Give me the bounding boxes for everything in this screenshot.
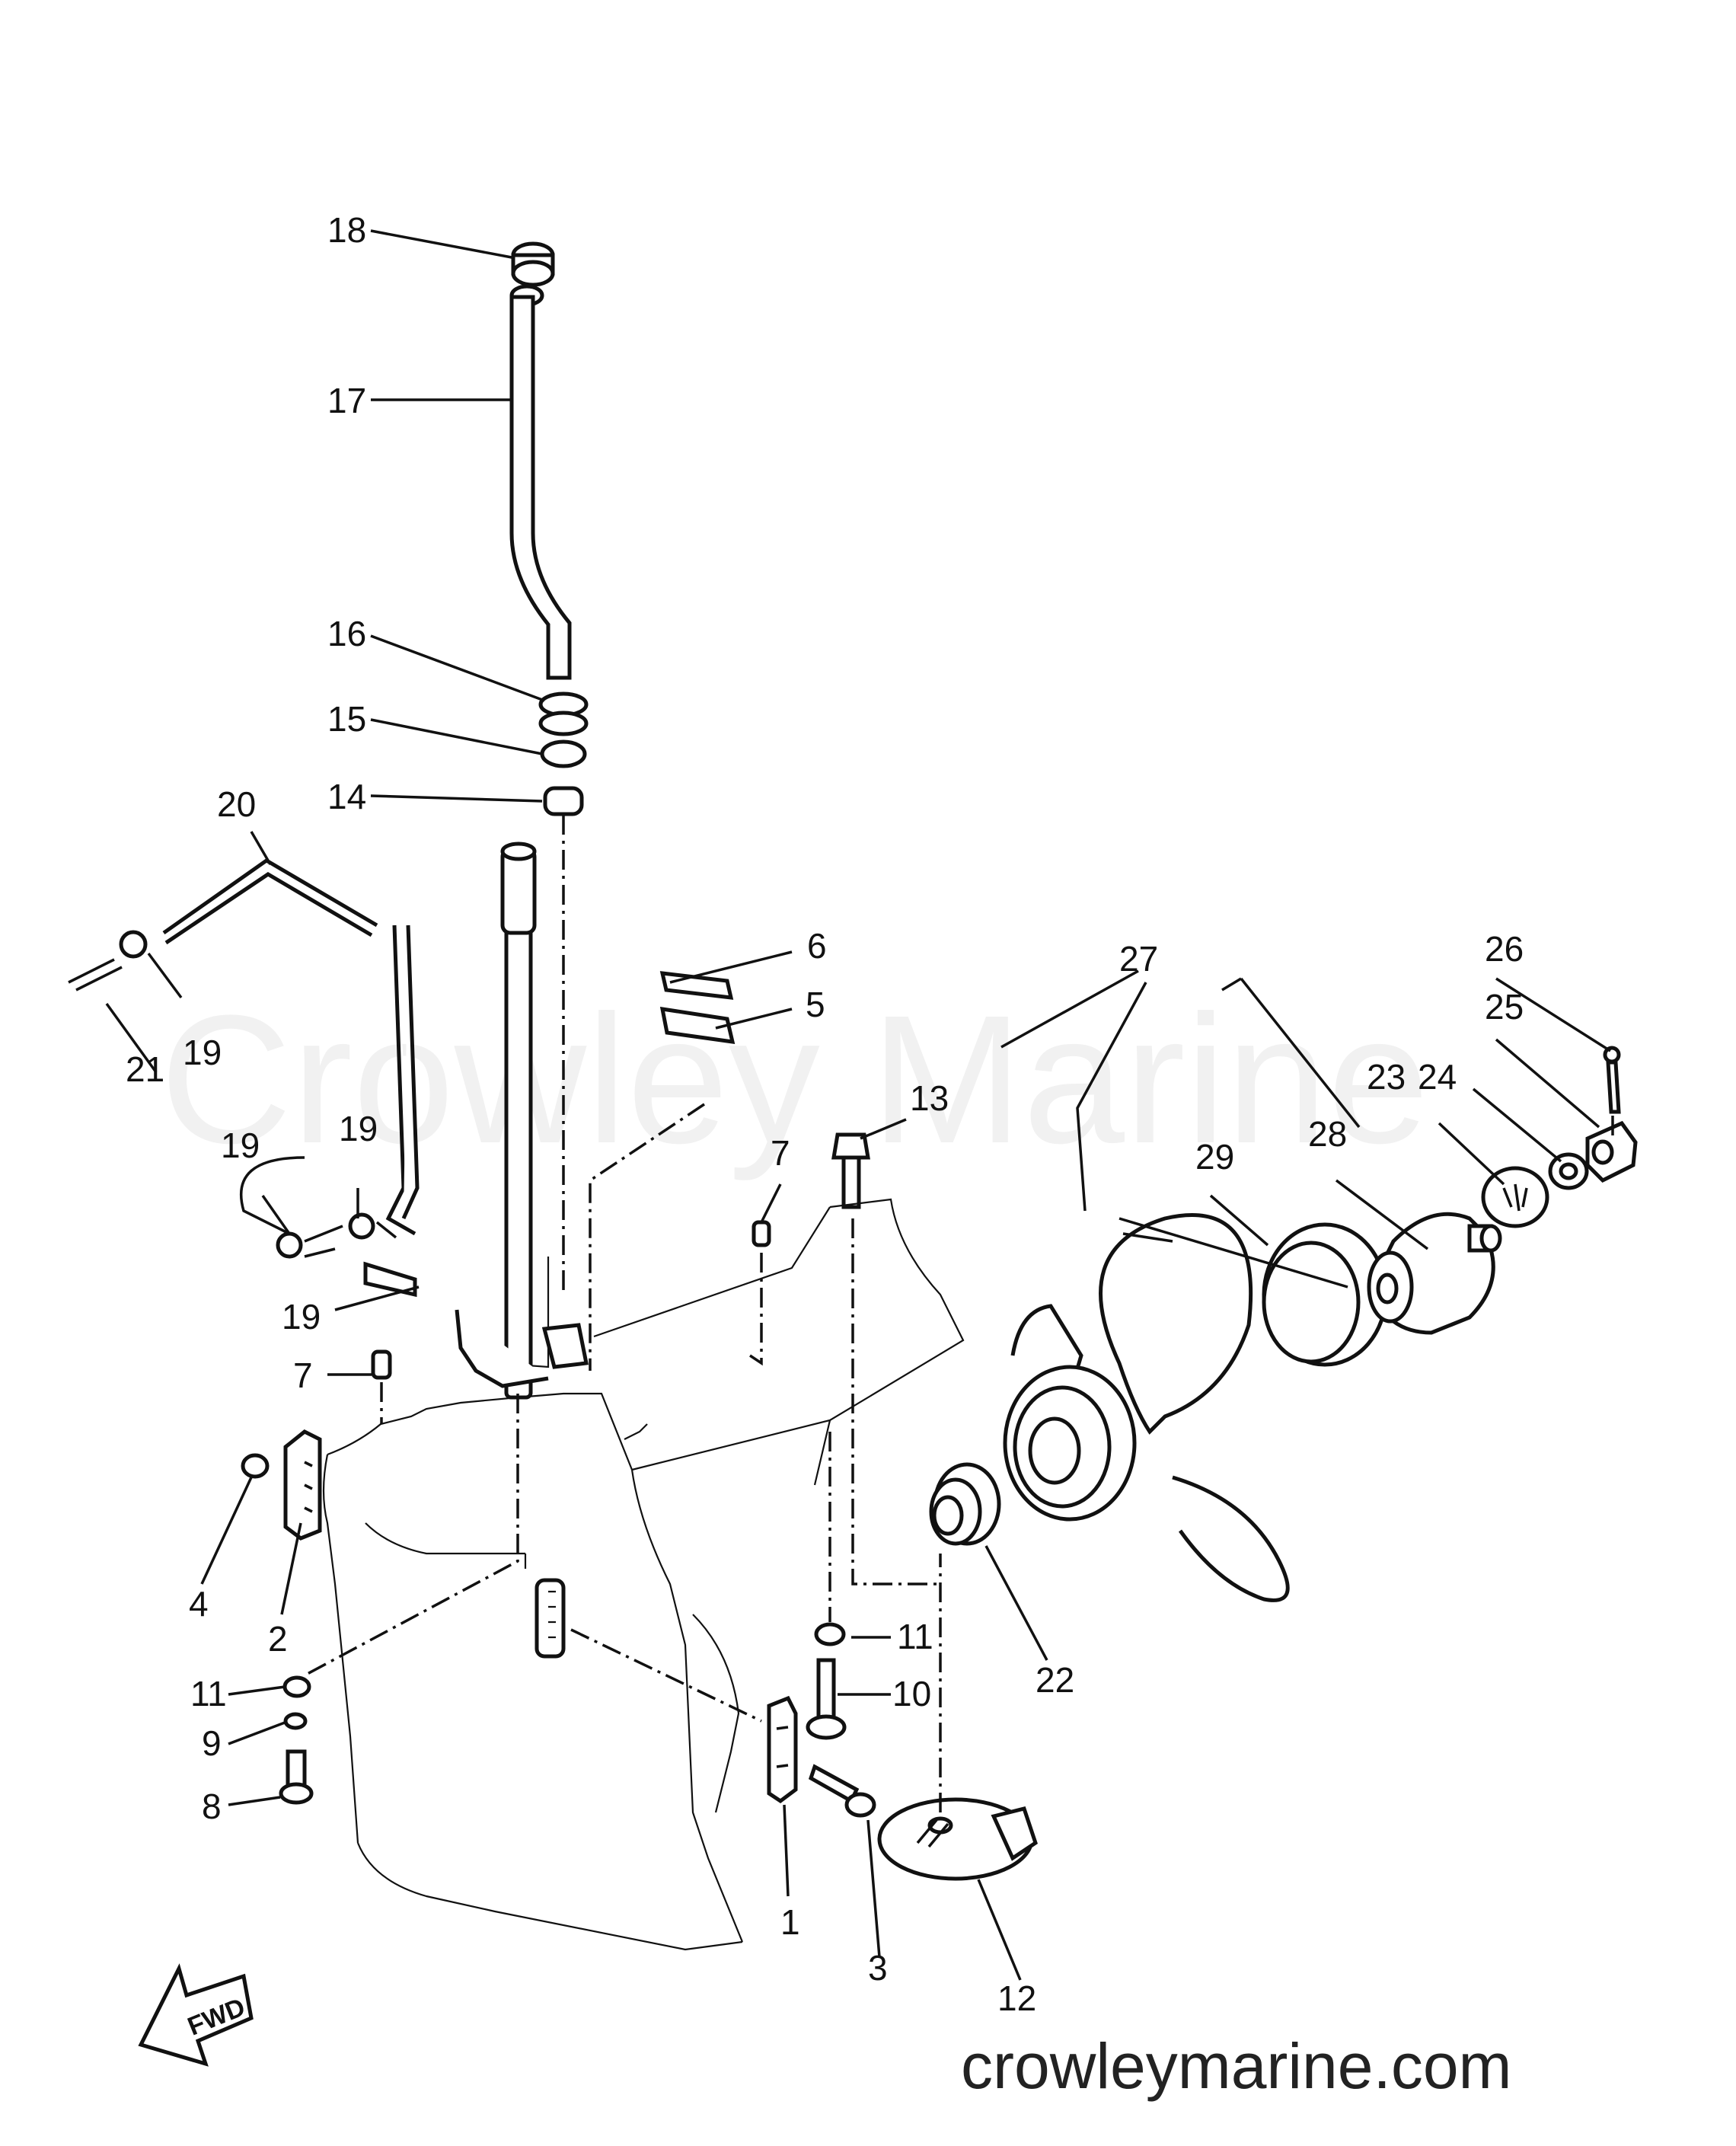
callout-12: 12 [997, 1978, 1036, 2018]
callout-6: 6 [807, 926, 827, 966]
washer-24 [1548, 1152, 1589, 1190]
trim-tab-12 [877, 1554, 1038, 1881]
callout-21: 21 [126, 1049, 164, 1089]
hose-assembly [68, 858, 420, 1298]
forward-direction-arrow: FWD [138, 1963, 254, 2067]
bracket-2 [283, 1429, 322, 1541]
callout-19-low: 19 [282, 1297, 321, 1336]
pin-7-upper [752, 1220, 771, 1247]
lower-unit-housing [304, 1198, 965, 1951]
callout-5: 5 [806, 985, 825, 1024]
callout-3: 3 [868, 1948, 888, 1988]
washer-11-right [814, 1622, 846, 1646]
watermark-text: Crowley Marine [160, 977, 1429, 1181]
callout-22: 22 [1036, 1660, 1074, 1700]
spacer-28 [1367, 1212, 1502, 1335]
callout-2: 2 [268, 1619, 288, 1659]
washer-11-left [282, 1675, 311, 1698]
callout-19-mid: 19 [339, 1109, 378, 1148]
cotter-pin-26 [1603, 1046, 1621, 1138]
callout-11-right: 11 [897, 1617, 933, 1656]
website-url: crowleymarine.com [961, 2030, 1512, 2102]
callout-20: 20 [217, 784, 256, 824]
bolt-10 [806, 1658, 847, 1740]
callout-11-left: 11 [190, 1674, 227, 1713]
washer-9 [283, 1712, 308, 1730]
callout-14: 14 [327, 777, 366, 816]
washer-23 [1481, 1166, 1549, 1228]
callout-24: 24 [1418, 1057, 1457, 1097]
callout-27: 27 [1119, 939, 1158, 979]
part-22 [929, 1462, 1001, 1546]
callout-23: 23 [1367, 1057, 1406, 1097]
propeller-27 [1003, 1213, 1290, 1602]
nut-4 [241, 1453, 270, 1479]
callout-19-left: 19 [221, 1126, 260, 1165]
callout-9: 9 [202, 1723, 222, 1763]
callout-1: 1 [780, 1902, 800, 1942]
ring-29 [1262, 1222, 1388, 1367]
callout-10: 10 [892, 1674, 931, 1713]
nut-25 [1585, 1120, 1638, 1183]
callout-17: 17 [327, 381, 366, 420]
bolt-3 [808, 1764, 876, 1818]
callout-15: 15 [327, 699, 366, 739]
callout-18: 18 [327, 210, 366, 250]
callout-25: 25 [1485, 987, 1524, 1027]
bolt-13 [831, 1132, 937, 1586]
pin-7-lower [371, 1349, 392, 1380]
callout-29: 29 [1195, 1137, 1234, 1177]
callout-16: 16 [327, 614, 366, 653]
callout-13: 13 [910, 1078, 949, 1118]
callout-labels: 18 17 16 15 14 20 19 21 19 19 19 6 5 13 … [126, 210, 1524, 2018]
bolt-8 [279, 1749, 314, 1805]
callout-19-top: 19 [183, 1033, 222, 1072]
callout-28: 28 [1308, 1114, 1347, 1154]
anode-1 [767, 1695, 798, 1804]
leader-lines [105, 229, 1611, 1981]
callout-4: 4 [189, 1584, 209, 1624]
callout-26: 26 [1485, 929, 1524, 969]
callout-7-top: 7 [771, 1133, 790, 1173]
callout-8: 8 [202, 1787, 222, 1826]
callout-7-left: 7 [293, 1356, 313, 1395]
drive-shaft [500, 841, 537, 1400]
